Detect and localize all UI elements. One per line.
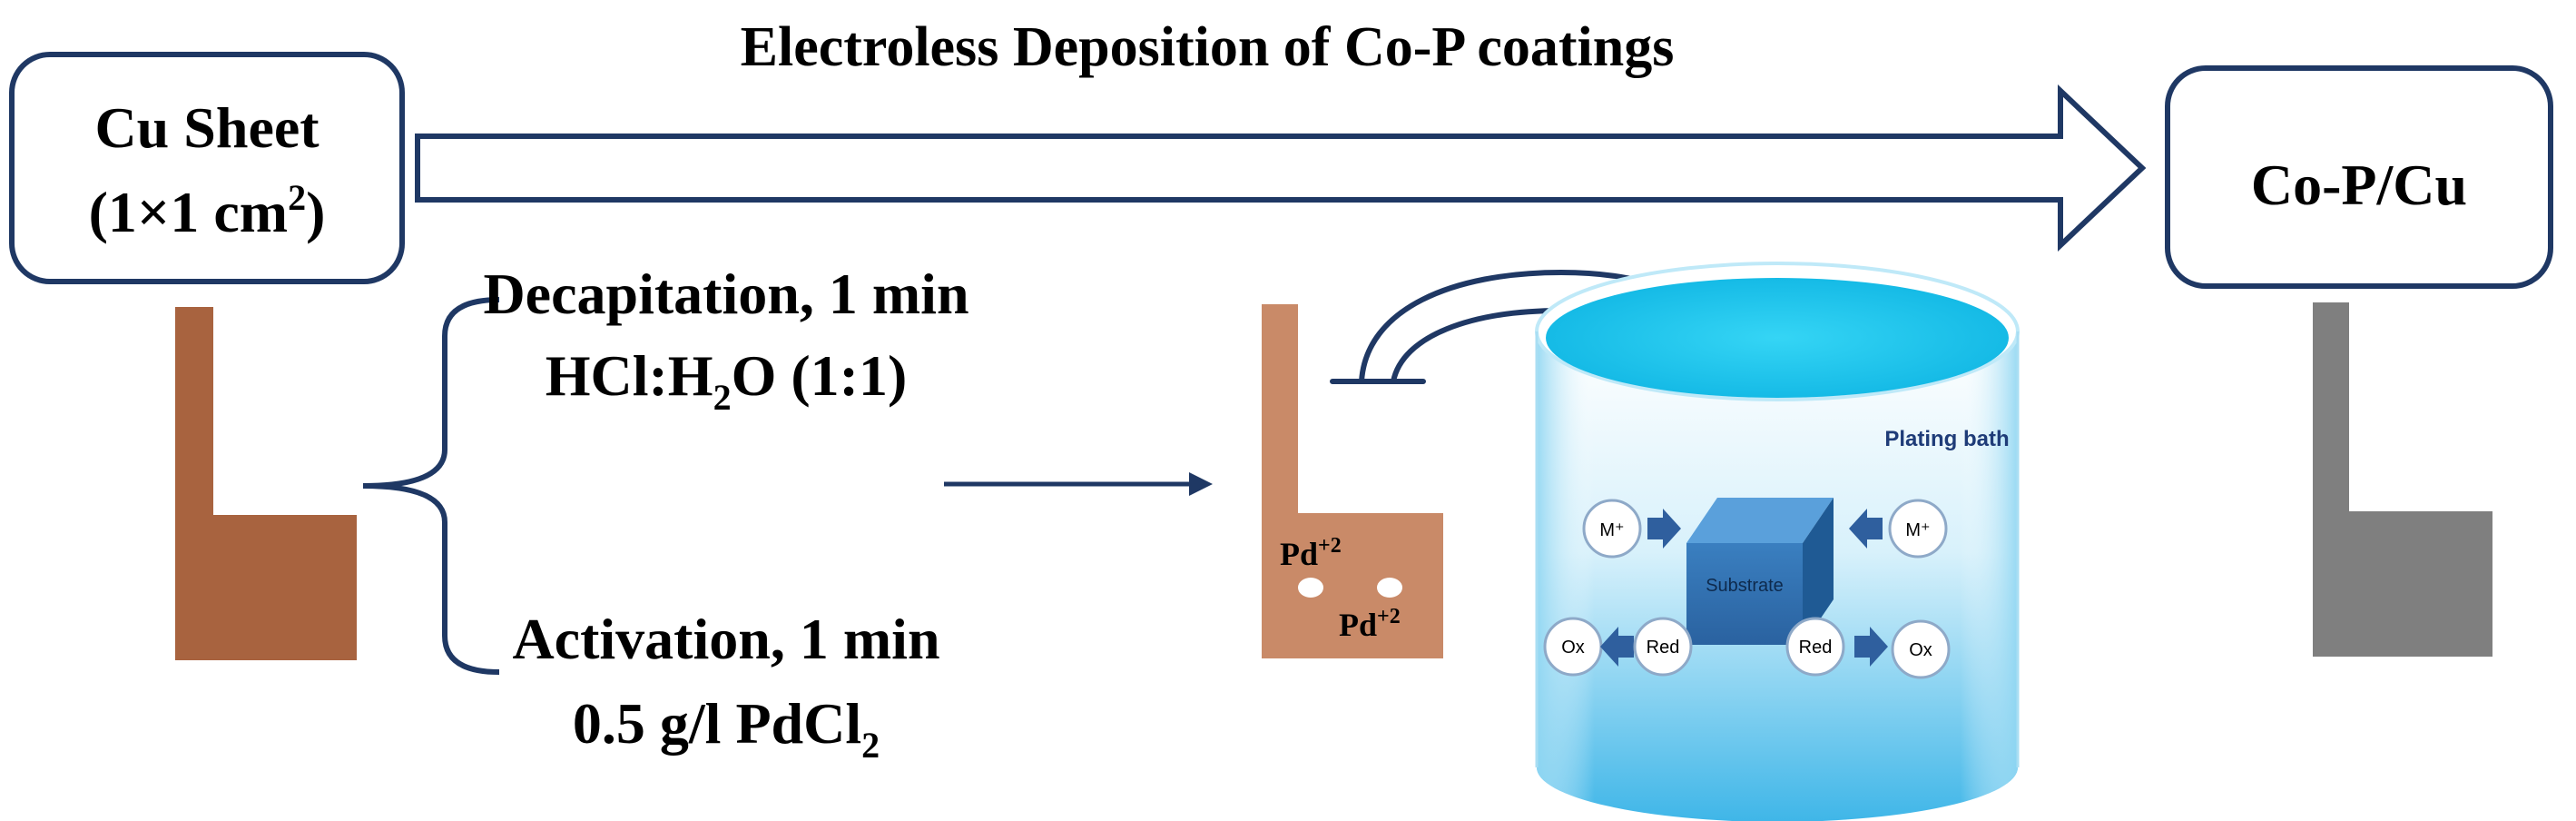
activated-sheet: Pd+2 Pd+2 [1262, 304, 1443, 658]
red-label-left: Red [1647, 638, 1680, 658]
start-box: Cu Sheet (1×1 cm2) [9, 52, 405, 284]
start-box-line1: Cu Sheet [94, 95, 320, 160]
step-decapitation-name: Decapitation, 1 min [483, 262, 968, 326]
pd-site-2 [1377, 578, 1402, 598]
water-surface [1546, 278, 2009, 398]
ox-label-left: Ox [1561, 638, 1585, 658]
coated-sheet [2313, 302, 2492, 657]
arrow-right-icon [1647, 509, 1681, 549]
red-circle-right [1785, 617, 1845, 677]
bath-title: Plating bath [1884, 427, 2009, 451]
substrate-cube: Substrate [1686, 498, 1834, 645]
arrow-left-icon [1849, 509, 1883, 549]
pd-label-1: Pd+2 [1280, 534, 1342, 572]
step-activation-name: Activation, 1 min [512, 607, 939, 671]
ion-circle-right [1888, 499, 1948, 559]
step-decapitation-detail: HCl:H2O (1:1) [546, 343, 908, 418]
ion-label-left: M⁺ [1599, 520, 1624, 540]
start-box-line2: (1×1 cm2) [89, 177, 326, 244]
arrow-left-icon [1600, 627, 1634, 667]
diagram-title: Electroless Deposition of Co-P coatings [741, 16, 1675, 78]
red-circle-left [1633, 617, 1693, 677]
end-box: Co-P/Cu [2165, 65, 2553, 289]
ox-label-right: Ox [1909, 640, 1932, 660]
substrate-label: Substrate [1706, 576, 1784, 596]
red-label-right: Red [1799, 638, 1833, 658]
steps-brace [362, 297, 500, 675]
ion-circle-left [1582, 499, 1642, 559]
copper-sheet [175, 307, 357, 660]
to-activated-arrow [944, 472, 1213, 496]
ion-label-right: M⁺ [1905, 520, 1930, 540]
step-activation-detail: 0.5 g/l PdCl2 [573, 691, 880, 766]
ox-circle-right [1891, 619, 1951, 679]
arrow-right-icon [1854, 627, 1888, 667]
pd-label-2: Pd+2 [1339, 605, 1401, 643]
end-box-label: Co-P/Cu [2251, 153, 2467, 217]
pd-site-1 [1298, 578, 1323, 598]
main-process-arrow [415, 84, 2147, 252]
bath-reactions: M⁺ M⁺ Ox Red Red Ox [1543, 499, 1951, 679]
